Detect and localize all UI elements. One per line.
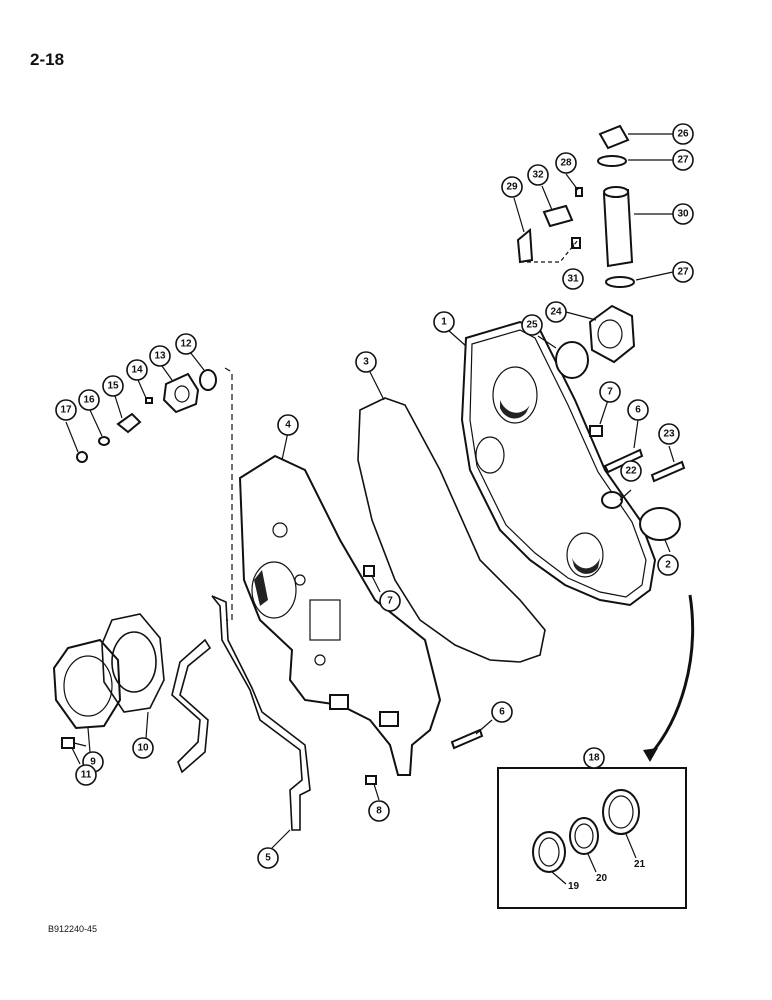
svg-text:16: 16: [83, 395, 95, 406]
svg-text:23: 23: [663, 429, 675, 440]
leader-lines: [65, 133, 675, 849]
svg-text:13: 13: [154, 351, 166, 362]
svg-text:32: 32: [532, 170, 544, 181]
callout-2: 2: [657, 554, 679, 576]
callout-8: 8: [368, 800, 390, 822]
callout-26: 26: [672, 123, 694, 145]
svg-text:12: 12: [180, 339, 192, 350]
page-number: 2-18: [30, 50, 65, 69]
svg-text:27: 27: [677, 155, 689, 166]
front-gear-cover: [460, 320, 657, 607]
seal-kit-parts: [532, 789, 640, 873]
svg-text:17: 17: [60, 405, 72, 416]
callout-17: 17: [55, 399, 77, 421]
callout-14: 14: [126, 359, 148, 381]
callout-3: 3: [355, 351, 377, 373]
svg-text:7: 7: [387, 596, 393, 607]
callout-27: 27: [672, 149, 694, 171]
svg-text:9: 9: [90, 757, 96, 768]
svg-text:10: 10: [137, 743, 149, 754]
svg-text:29: 29: [506, 182, 518, 193]
callout-6-lower: 6: [491, 701, 513, 723]
callout-29: 29: [501, 176, 523, 198]
callout-27-lower: 27: [672, 261, 694, 283]
callout-32: 32: [527, 164, 549, 186]
svg-text:28: 28: [560, 158, 572, 169]
figure-code: B912240-45: [48, 924, 98, 934]
svg-text:25: 25: [526, 320, 538, 331]
svg-text:27: 27: [677, 267, 689, 278]
callout-7-lower: 7: [379, 590, 401, 612]
callout-25: 25: [521, 314, 543, 336]
inset-label-21: 21: [634, 859, 646, 870]
callout-10: 10: [132, 737, 154, 759]
svg-text:18: 18: [588, 753, 600, 764]
svg-text:30: 30: [677, 209, 689, 220]
callout-1: 1: [433, 311, 455, 333]
fill-tube-assembly: [516, 124, 636, 379]
svg-text:26: 26: [677, 129, 689, 140]
svg-text:8: 8: [376, 806, 382, 817]
cover-gasket: [357, 397, 546, 663]
callout-11: 11: [75, 764, 97, 786]
callout-13: 13: [149, 345, 171, 367]
inset-label-20: 20: [596, 873, 608, 884]
svg-text:5: 5: [265, 853, 271, 864]
seal-kit-arrow: [648, 594, 695, 756]
svg-text:15: 15: [107, 381, 119, 392]
cap-screw: [61, 737, 87, 749]
svg-text:6: 6: [499, 707, 505, 718]
cover-plate: [52, 638, 122, 730]
callout-30: 30: [672, 203, 694, 225]
front-housing: [238, 454, 442, 776]
fitting-cluster: [76, 369, 217, 463]
svg-text:7: 7: [607, 387, 613, 398]
cover-plate-gasket: [101, 613, 165, 713]
svg-text:4: 4: [285, 420, 291, 431]
inset-label-19: 19: [568, 881, 580, 892]
callout-7: 7: [599, 381, 621, 403]
callout-28: 28: [555, 152, 577, 174]
callout-4: 4: [277, 414, 299, 436]
svg-text:22: 22: [625, 466, 637, 477]
svg-text:6: 6: [635, 405, 641, 416]
callout-23: 23: [658, 423, 680, 445]
housing-gasket: [211, 595, 311, 831]
svg-text:2: 2: [665, 560, 671, 571]
callout-24: 24: [545, 301, 567, 323]
callout-15: 15: [102, 375, 124, 397]
fasteners-right: [363, 425, 686, 785]
alignment-dashed-line: [224, 367, 233, 621]
callout-5: 5: [257, 847, 279, 869]
callout-6: 6: [627, 399, 649, 421]
callout-31: 31: [562, 268, 584, 290]
callout-18: 18: [583, 747, 605, 769]
callout-16: 16: [78, 389, 100, 411]
svg-text:14: 14: [131, 365, 143, 376]
callout-22: 22: [620, 460, 642, 482]
svg-text:11: 11: [81, 770, 92, 781]
svg-text:24: 24: [550, 307, 562, 318]
callout-12: 12: [175, 333, 197, 355]
svg-text:1: 1: [441, 317, 447, 328]
svg-text:3: 3: [363, 357, 369, 368]
svg-text:31: 31: [567, 274, 579, 285]
housing-gasket-left: [171, 638, 212, 774]
